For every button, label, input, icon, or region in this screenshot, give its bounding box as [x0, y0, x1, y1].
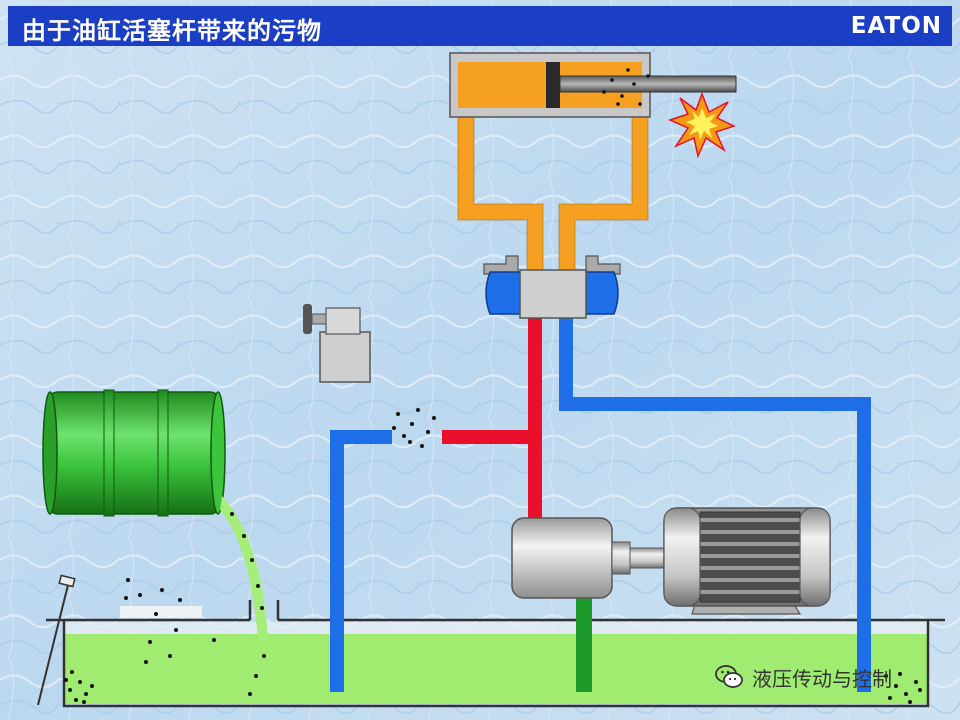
stream-dots: [230, 512, 266, 696]
directional-valve: [483, 255, 621, 319]
oil-level: [64, 634, 928, 704]
title-bar: 由于油缸活塞杆带来的污物 EATON: [8, 6, 952, 46]
dipstick: [37, 574, 76, 706]
wechat-icon: [715, 665, 743, 688]
watermark-text: 液压传动与控制: [752, 666, 892, 691]
oil-drum: [42, 389, 226, 517]
pouring-oil-stream: [220, 496, 268, 640]
suction-line: [576, 596, 592, 692]
piston: [546, 62, 560, 108]
relief-valve: [303, 304, 371, 383]
electric-motor: [663, 507, 831, 615]
relief-return-line: [330, 430, 392, 692]
return-line: [559, 316, 871, 692]
slide-title: 由于油缸活塞杆带来的污物: [22, 16, 322, 45]
leak-dots: [392, 408, 436, 448]
rod-dirt-dots: [602, 68, 650, 106]
cylinder-line-a: [458, 106, 543, 272]
cylinder-line-b: [559, 106, 648, 272]
reservoir-tank: [46, 600, 945, 708]
relief-knob-icon: [303, 304, 312, 334]
piston-rod: [559, 75, 737, 93]
hydraulic-cylinder: [449, 52, 737, 118]
sediment-dots: [64, 578, 922, 704]
watermark: 液压传动与控制: [714, 662, 892, 692]
hydraulic-pump: [511, 517, 665, 599]
eaton-logo: EATON: [850, 13, 942, 39]
contamination-burst-icon: [667, 91, 737, 159]
